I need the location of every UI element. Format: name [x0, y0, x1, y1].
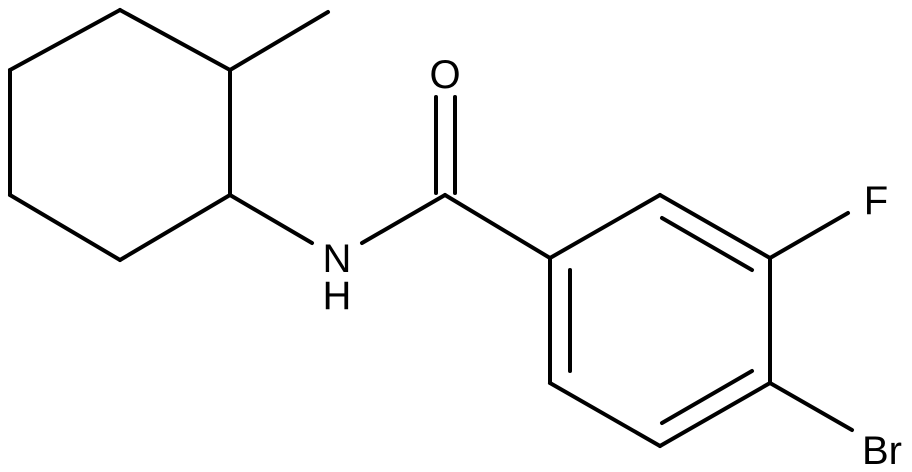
bond-ring-c5-c6: [118, 193, 232, 262]
bond-nitrogen-carbonyl: [360, 193, 447, 245]
bromine-label: Br: [862, 429, 902, 472]
bond-aryl-c1-c2: [548, 193, 662, 260]
bond-aryl-c5-c6: [548, 381, 662, 448]
fluorine-label: F: [864, 179, 888, 223]
bond-methyl: [228, 10, 330, 72]
bond-carbonyl-aryl: [443, 193, 552, 260]
nitrogen-label: N: [323, 237, 352, 281]
hydrogen-label: H: [323, 274, 352, 318]
oxygen-label: O: [429, 53, 460, 97]
bond-ring-c1-c2: [118, 8, 232, 72]
bond-aryl-c2-c3: [658, 193, 772, 260]
bond-ring-c4-c5: [8, 193, 122, 262]
bond-ring-nitrogen: [228, 193, 314, 245]
bond-bromine: [768, 381, 854, 432]
bond-aryl-c2-c3-inner: [660, 216, 754, 272]
bond-aryl-c4-c5: [658, 381, 772, 448]
bond-ring-c2-c3: [8, 8, 122, 72]
bond-aryl-c4-c5-inner: [660, 369, 754, 425]
bond-fluorine: [768, 211, 850, 260]
